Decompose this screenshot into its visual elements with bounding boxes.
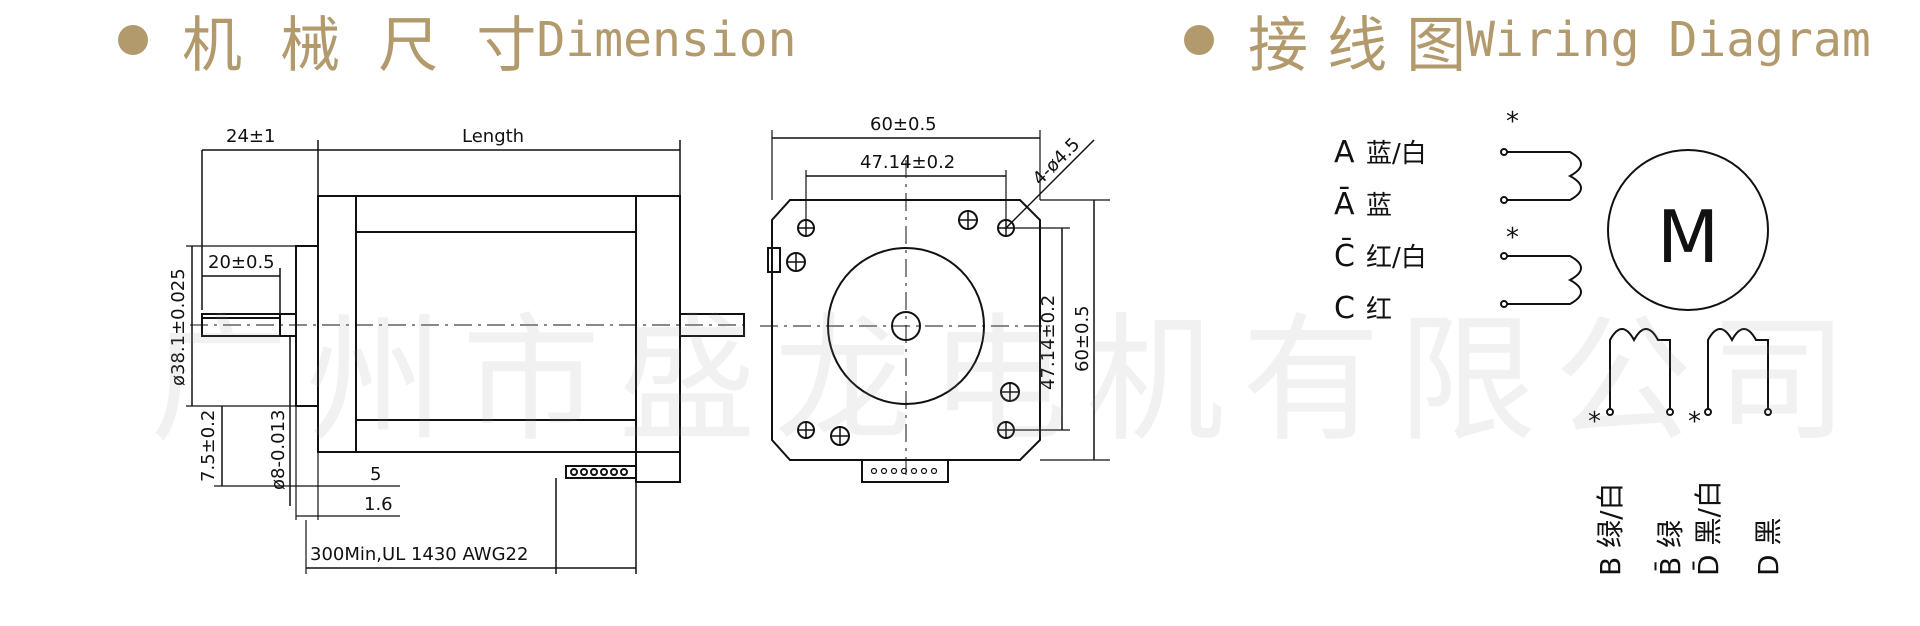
section-header-dimension: 机 械 尺 寸 Dimension [118,0,797,81]
wiring-diagram: M * * * * A 蓝/白 Ā 蓝 C̄ 红/白 C 红 B 绿/白 B̄ … [1334,107,1785,576]
wiring-title-english: Wiring Diagram [1466,12,1871,68]
motor-label: M [1657,195,1719,279]
bottom-wire-label: D 黑 [1752,518,1785,576]
wire-pin-label: C [1334,291,1355,326]
dim-boss-height: 7.5±0.2 [198,410,219,482]
flange-tab [767,247,781,273]
rear-shaft [679,313,745,337]
lead-wire [610,468,618,476]
star-mark: * [1588,407,1601,437]
dim-width: 60±0.5 [870,114,937,135]
wire-color-label: 红 [1366,295,1392,325]
section-header-wiring: 接 线 图 Wiring Diagram [1184,0,1871,81]
lead-bundle [565,465,637,479]
dim-vertical-hole-spacing: 47.14±0.2 [1038,295,1059,390]
wire-color-label: 红/白 [1366,243,1427,273]
wire-pin-label: C̄ [1334,238,1355,274]
terminal [1704,408,1712,416]
bullet-icon [118,25,148,55]
coil-c [1506,255,1582,305]
lead-wire [620,468,628,476]
connector [861,459,949,483]
terminal [1500,252,1508,260]
lead-wire [590,468,598,476]
front-flange [317,195,357,453]
wire-pin-label: A [1334,135,1355,170]
dim-body-length: Length [462,126,524,147]
terminal [1606,408,1614,416]
coil-b [1609,328,1671,410]
lead-spec: 300Min,UL 1430 AWG22 [310,544,528,565]
wiring-title-chinese: 接 线 图 [1248,10,1467,81]
boss [295,245,319,407]
wire-color-label: 蓝/白 [1366,139,1427,169]
star-mark: * [1506,223,1519,253]
dim-shaft-diameter: ø8-0.013 [268,410,289,491]
dimension-title-english: Dimension [536,12,797,68]
lead-wire [580,468,588,476]
hole-leader-line [1005,139,1095,229]
dim-shaft-length: 24±1 [226,126,275,147]
bottom-wire-label: D̄ 黑/白 [1691,480,1725,576]
dim-flat-length: 20±0.5 [208,252,275,273]
screw [830,426,850,446]
coil-a [1506,151,1582,201]
bottom-wire-label: B 绿/白 [1594,482,1627,576]
dim-holes: 4-ø4.5 [1029,134,1085,190]
dim-offset-5: 5 [370,464,381,485]
terminal [1500,300,1508,308]
bottom-wire-label: B̄ 绿 [1653,520,1687,576]
dimension-title-chinese: 机 械 尺 寸 [182,10,537,81]
lead-outlet [635,451,681,483]
terminal [1666,408,1674,416]
coil-d [1707,328,1769,410]
screw [958,210,978,230]
motor-body-outline [317,195,681,453]
dim-height: 60±0.5 [1072,305,1093,372]
dim-hole-spacing: 47.14±0.2 [860,152,955,173]
dim-offset-1-6: 1.6 [364,494,393,515]
terminal [1500,196,1508,204]
wire-pin-label: Ā [1334,186,1355,222]
screw [1000,382,1020,402]
star-mark: * [1506,107,1519,137]
star-mark: * [1688,407,1701,437]
lead-wire [570,468,578,476]
motor-symbol [1607,149,1769,311]
terminal [1764,408,1772,416]
dim-boss-diameter: ø38.1±0.025 [168,268,189,386]
screw [786,252,806,272]
wire-color-label: 蓝 [1366,191,1392,221]
front-view: 60±0.5 47.14±0.2 4-ø4.5 47.14±0.2 60±0.5 [760,114,1110,483]
terminal [1500,148,1508,156]
bullet-icon [1184,25,1214,55]
lead-wire [600,468,608,476]
side-view: 24±1 Length 20±0.5 ø38.1±0.025 7.5±0.2 ø… [168,126,750,574]
